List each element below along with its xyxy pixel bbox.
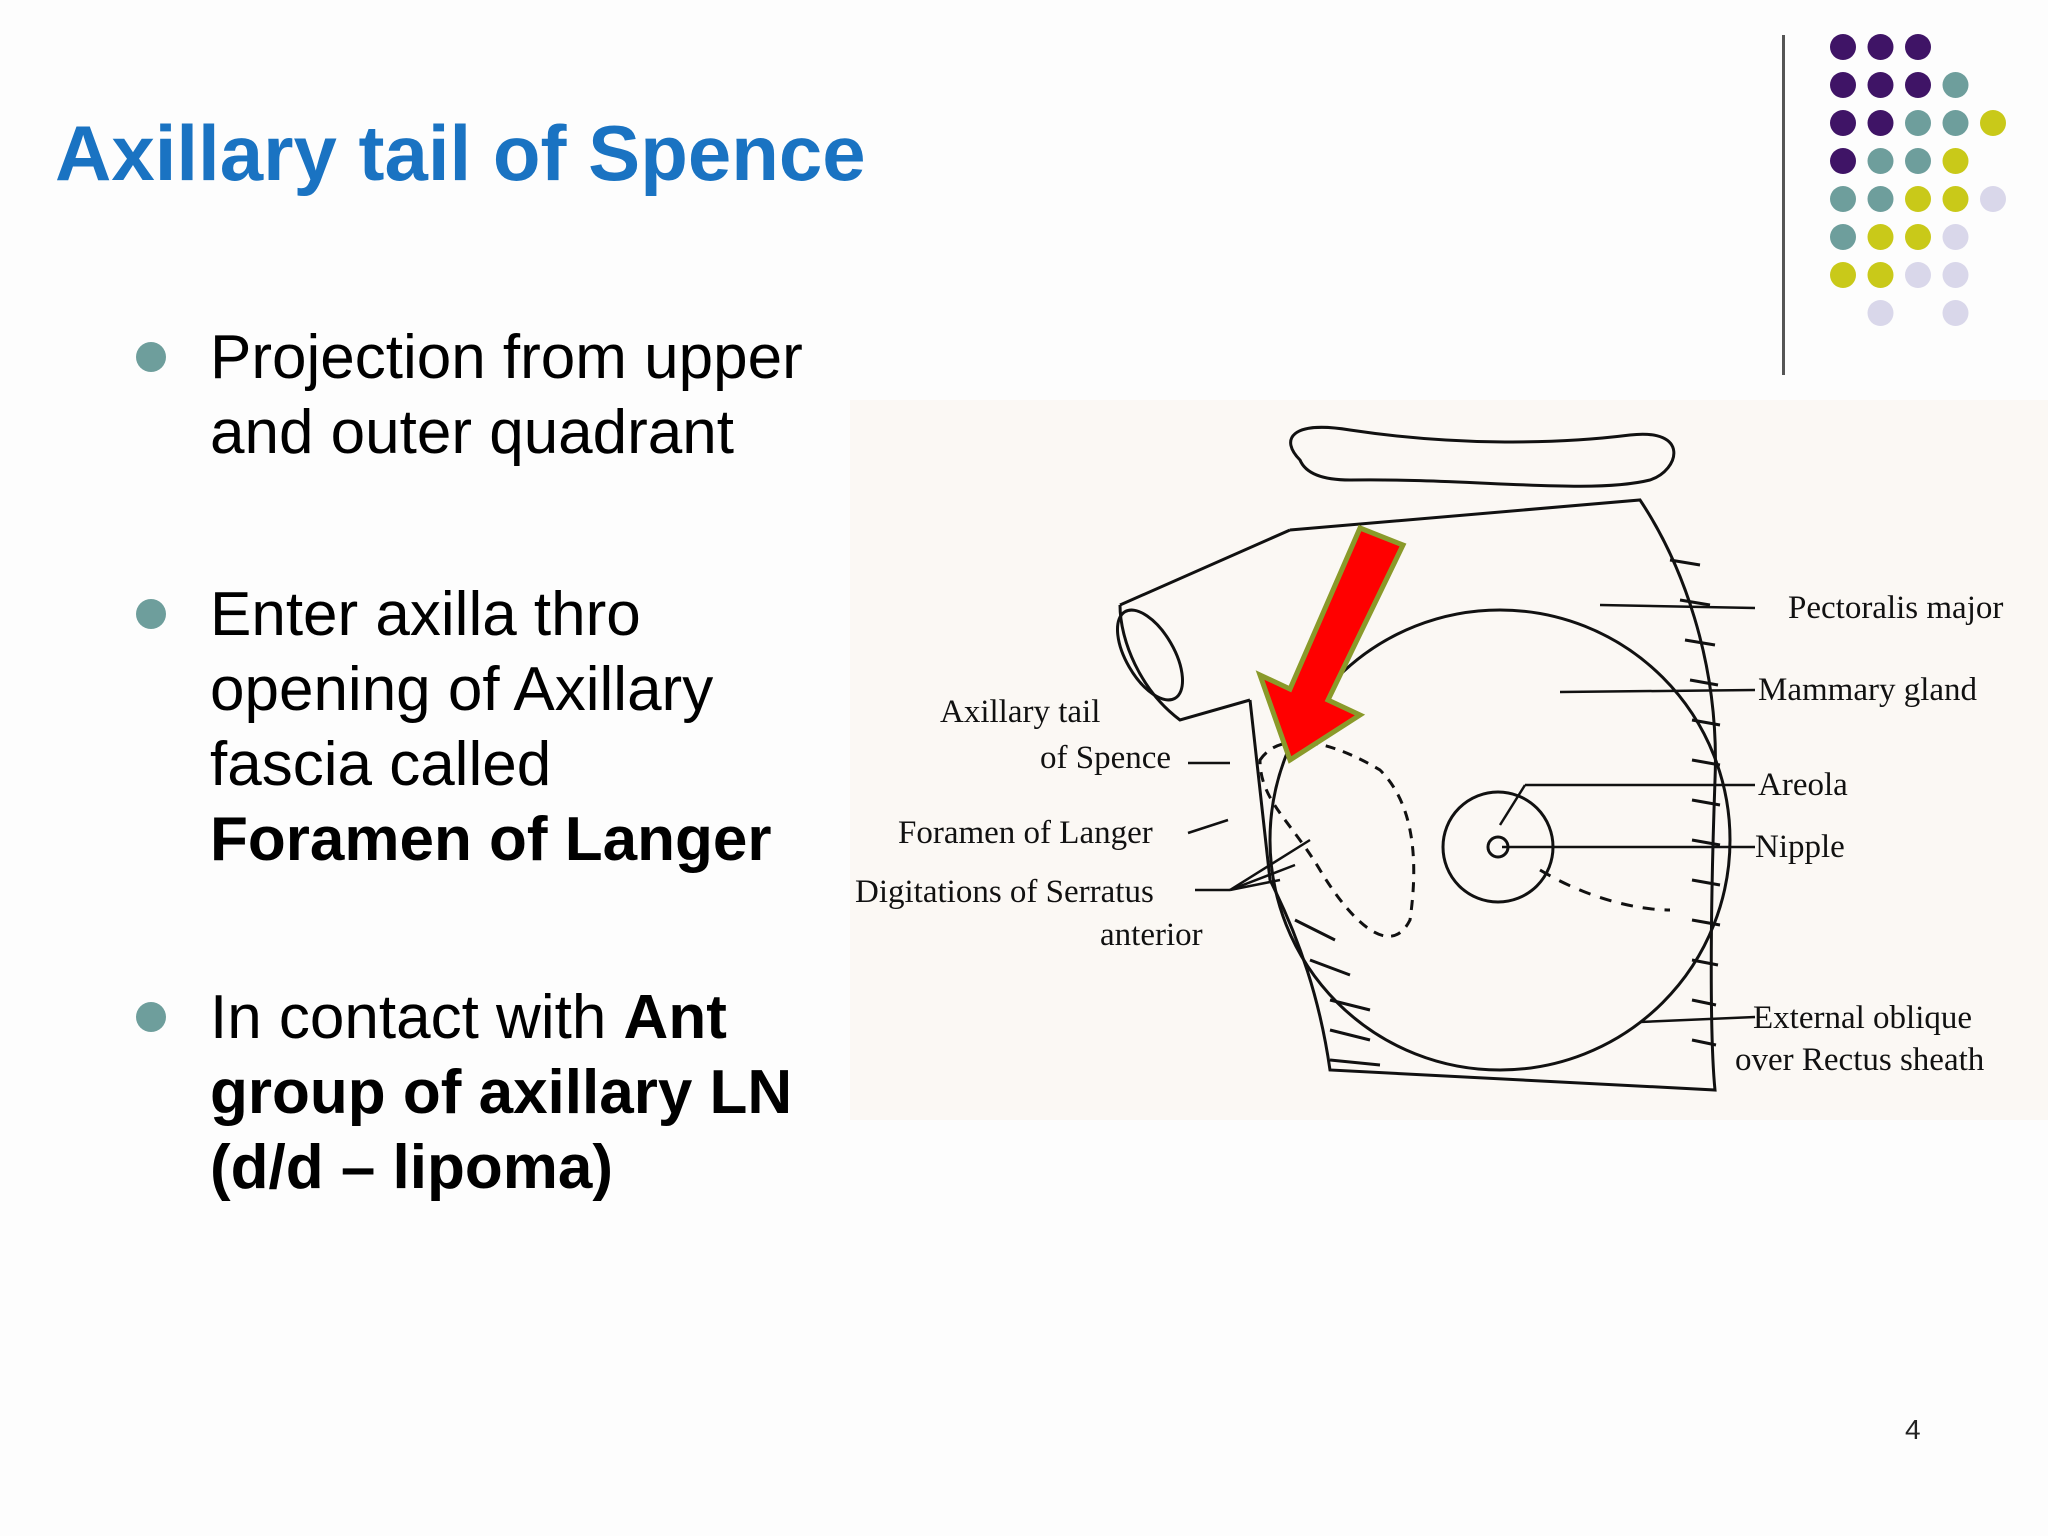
- label-digitations-1: Digitations of Serratus: [855, 874, 1154, 910]
- bullet-dot: [136, 1002, 166, 1032]
- decorative-dot: [1980, 110, 2006, 136]
- decorative-dot-grid: [1830, 34, 2006, 326]
- decorative-dot: [1942, 110, 1969, 136]
- diagram-background: [850, 400, 2048, 1120]
- label-areola: Areola: [1758, 767, 1848, 803]
- label-external-oblique-2: over Rectus sheath: [1735, 1042, 1985, 1078]
- bullet-3-line-2: group of axillary LN: [210, 1058, 793, 1127]
- bullet-3-text: In contact with: [210, 983, 624, 1052]
- divider-line: [1782, 35, 1785, 375]
- decorative-dot: [1980, 186, 2006, 212]
- decorative-dot: [1830, 262, 1856, 288]
- label-leader-lines: [1187, 603, 1756, 1024]
- bullet-3-line-3: (d/d – lipoma): [210, 1133, 613, 1202]
- label-digitations-2: anterior: [1100, 917, 1203, 953]
- decorative-dot: [1942, 148, 1969, 174]
- label-mammary-gland: Mammary gland: [1758, 672, 1978, 708]
- decorative-dot: [1905, 224, 1931, 250]
- bullet-1-line-2: and outer quadrant: [210, 398, 734, 467]
- decorative-dot: [1867, 186, 1894, 212]
- decorative-dot: [1867, 224, 1894, 250]
- decorative-dot: [1942, 262, 1969, 288]
- decorative-dot: [1942, 72, 1969, 98]
- decorative-dot: [1905, 148, 1931, 174]
- bullet-3-bold-text: Ant: [623, 983, 727, 1052]
- label-foramen-of-langer: Foramen of Langer: [898, 815, 1153, 851]
- label-pectoralis-major: Pectoralis major: [1788, 590, 2003, 626]
- bullet-3: In contact with Ant group of axillary LN…: [136, 980, 793, 1205]
- bullet-2-line-1: Enter axilla thro: [210, 580, 641, 649]
- decorative-dot: [1830, 72, 1856, 98]
- decorative-dot: [1942, 300, 1969, 326]
- decorative-dot: [1905, 34, 1931, 60]
- bullet-2-line-3: fascia called: [210, 730, 552, 799]
- decorative-dot: [1905, 110, 1931, 136]
- decorative-dot: [1905, 262, 1931, 288]
- decorative-dot: [1867, 300, 1894, 326]
- bullet-1-line-1: Projection from upper: [210, 323, 803, 392]
- breast-anatomy-diagram: Pectoralis major Mammary gland Areola Ni…: [850, 400, 2048, 1120]
- decorative-dot: [1942, 224, 1969, 250]
- bullet-2-line-2: opening of Axillary: [210, 655, 714, 724]
- decorative-dot: [1867, 34, 1894, 60]
- bullet-2-line-4: Foramen of Langer: [210, 805, 772, 874]
- label-nipple: Nipple: [1755, 829, 1845, 865]
- bullet-1: Projection from upper and outer quadrant: [136, 320, 803, 470]
- decorative-dot: [1905, 72, 1931, 98]
- decorative-dot: [1905, 186, 1931, 212]
- decorative-dot: [1867, 110, 1894, 136]
- page-number: 4: [1905, 1414, 1921, 1445]
- decorative-dot: [1830, 186, 1856, 212]
- decorative-dot: [1830, 224, 1856, 250]
- decorative-dot: [1830, 110, 1856, 136]
- label-axillary-tail-1: Axillary tail: [940, 694, 1100, 730]
- label-axillary-tail-2: of Spence: [1040, 740, 1171, 776]
- decorative-dot: [1867, 262, 1894, 288]
- decorative-dot: [1867, 72, 1894, 98]
- decorative-dot: [1830, 34, 1856, 60]
- bullet-dot: [136, 342, 166, 372]
- slide-title: Axillary tail of Spence: [55, 109, 866, 197]
- decorative-dot: [1942, 186, 1969, 212]
- decorative-dot: [1830, 148, 1856, 174]
- decorative-dot: [1867, 148, 1894, 174]
- diagram-outline: [1115, 425, 1732, 1092]
- bullet-3-line-1: In contact with Ant: [210, 980, 792, 1055]
- red-arrow-icon: [1255, 524, 1407, 764]
- bullet-dot: [136, 599, 166, 629]
- bullet-2: Enter axilla thro opening of Axillary fa…: [136, 577, 772, 877]
- label-external-oblique-1: External oblique: [1753, 1000, 1972, 1036]
